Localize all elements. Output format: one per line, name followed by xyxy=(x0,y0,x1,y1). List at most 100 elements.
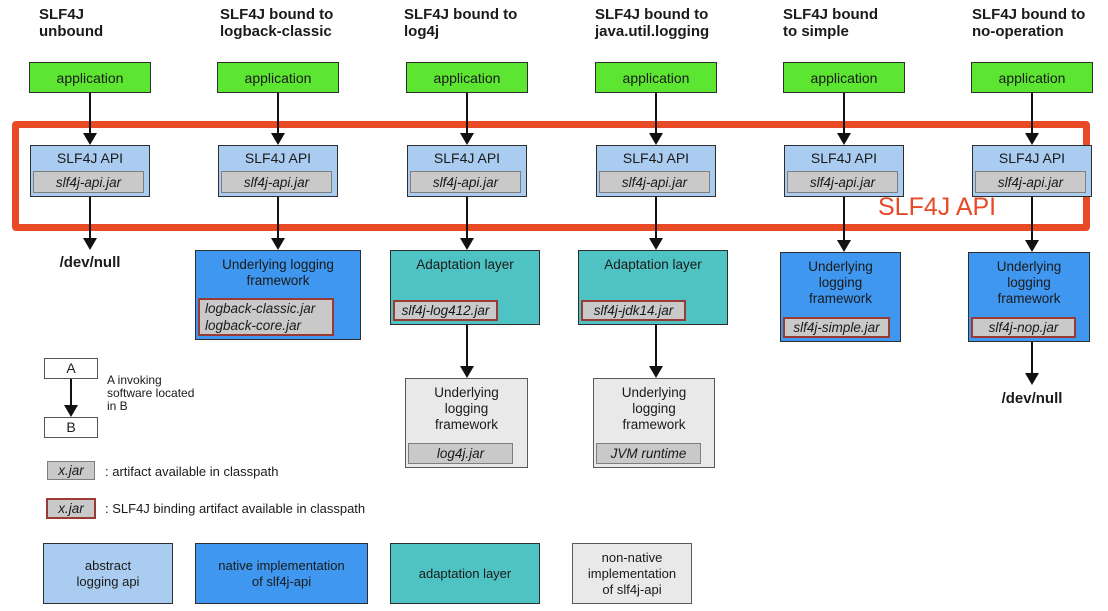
column-title: SLF4J unbound xyxy=(39,6,104,40)
arrowhead-icon xyxy=(1025,240,1039,252)
arrow-shaft xyxy=(843,93,845,134)
legend-box-a: A xyxy=(44,358,98,379)
box-label: Adaptation layer xyxy=(604,257,702,272)
flow-arrow xyxy=(1025,93,1039,145)
application-box: application xyxy=(406,62,528,93)
slf4j-api-jar-badge: slf4j-api.jar xyxy=(221,171,332,193)
binding-jar-badge: slf4j-simple.jar xyxy=(783,317,890,338)
arrow-shaft xyxy=(1031,342,1033,374)
legend-jar-binding-caption: : SLF4J binding artifact available in cl… xyxy=(105,501,366,516)
arrow-shaft xyxy=(89,197,91,239)
binding-jar-badge: slf4j-nop.jar xyxy=(971,317,1076,338)
arrow-shaft xyxy=(1031,93,1033,134)
arrow-shaft xyxy=(277,197,279,239)
arrowhead-icon xyxy=(83,238,97,250)
legend-jar-binding: x.jar xyxy=(46,498,96,519)
box-label: Underlying logging framework xyxy=(222,257,334,288)
legend-ab-caption: A invoking software located in B xyxy=(107,373,195,413)
flow-arrow xyxy=(460,325,474,378)
color-key-item: abstract logging api xyxy=(43,543,173,604)
arrowhead-icon xyxy=(460,133,474,145)
underlying-framework-box: Underlying logging framework log4j.jar xyxy=(405,378,528,468)
arrow-shaft xyxy=(1031,197,1033,241)
arrow-shaft xyxy=(89,93,91,134)
flow-arrow xyxy=(460,197,474,250)
column-title: SLF4J bound to simple xyxy=(783,6,878,40)
arrowhead-icon xyxy=(649,133,663,145)
flow-arrow xyxy=(837,93,851,145)
binding-jar-badge: slf4j-jdk14.jar xyxy=(581,300,686,321)
slf4j-api-box-label: SLF4J API xyxy=(810,150,878,166)
slf4j-api-jar-badge: slf4j-api.jar xyxy=(410,171,521,193)
adaptation-layer-box: Adaptation layer slf4j-log412.jar xyxy=(390,250,540,325)
column-title: SLF4J bound to no-operation xyxy=(972,6,1086,40)
flow-arrow xyxy=(271,197,285,250)
arrow-shaft xyxy=(277,93,279,134)
flow-arrow xyxy=(649,93,663,145)
arrow-shaft xyxy=(655,93,657,134)
underlying-framework-box: Underlying logging framework logback-clas… xyxy=(195,250,361,340)
framework-jar-badge: log4j.jar xyxy=(408,443,513,464)
flow-arrow xyxy=(1025,197,1039,252)
column-title: SLF4J bound to logback-classic xyxy=(220,6,334,40)
arrow-shaft xyxy=(466,197,468,239)
box-label: Underlying logging framework xyxy=(996,259,1062,306)
slf4j-api-box-label: SLF4J API xyxy=(433,150,501,166)
slf4j-api-jar-badge: slf4j-api.jar xyxy=(975,171,1086,193)
arrowhead-icon xyxy=(649,238,663,250)
box-label: Adaptation layer xyxy=(416,257,514,272)
flow-arrow xyxy=(83,93,97,145)
slf4j-api-box-label: SLF4J API xyxy=(244,150,312,166)
devnull-label: /dev/null xyxy=(1001,390,1063,407)
box-label: Underlying logging framework xyxy=(434,385,499,432)
arrowhead-icon xyxy=(837,133,851,145)
application-box: application xyxy=(971,62,1093,93)
slf4j-api-jar-badge: slf4j-api.jar xyxy=(33,171,144,193)
arrowhead-icon xyxy=(83,133,97,145)
arrowhead-icon xyxy=(271,133,285,145)
arrowhead-icon xyxy=(64,405,78,417)
color-key-item: non-native implementation of slf4j-api xyxy=(572,543,692,604)
slf4j-api-box: SLF4J API slf4j-api.jar xyxy=(784,145,904,197)
slf4j-api-box: SLF4J API slf4j-api.jar xyxy=(407,145,527,197)
binding-jar-badge: logback-classic.jar logback-core.jar xyxy=(198,298,334,336)
arrow-shaft xyxy=(466,325,468,367)
arrowhead-icon xyxy=(1025,133,1039,145)
framework-jar-badge: JVM runtime xyxy=(596,443,701,464)
flow-arrow xyxy=(1025,342,1039,385)
legend-box-b: B xyxy=(44,417,98,438)
box-label: Underlying logging framework xyxy=(621,385,687,432)
flow-arrow xyxy=(460,93,474,145)
application-box: application xyxy=(29,62,151,93)
flow-arrow xyxy=(271,93,285,145)
flow-arrow xyxy=(64,379,78,417)
arrow-shaft xyxy=(70,379,72,406)
color-key-item: adaptation layer xyxy=(390,543,540,604)
flow-arrow xyxy=(649,197,663,250)
application-box: application xyxy=(595,62,717,93)
arrowhead-icon xyxy=(460,366,474,378)
arrowhead-icon xyxy=(1025,373,1039,385)
legend-jar-plain: x.jar xyxy=(47,461,95,480)
binding-jar-badge: slf4j-log412.jar xyxy=(393,300,498,321)
arrow-shaft xyxy=(655,197,657,239)
arrow-shaft xyxy=(466,93,468,134)
arrowhead-icon xyxy=(649,366,663,378)
slf4j-api-region-label: SLF4J API xyxy=(878,193,997,221)
underlying-framework-box: Underlying logging framework slf4j-nop.ja… xyxy=(968,252,1090,342)
slf4j-api-jar-badge: slf4j-api.jar xyxy=(787,171,898,193)
color-key-item: native implementation of slf4j-api xyxy=(195,543,368,604)
application-box: application xyxy=(217,62,339,93)
arrowhead-icon xyxy=(460,238,474,250)
adaptation-layer-box: Adaptation layer slf4j-jdk14.jar xyxy=(578,250,728,325)
arrowhead-icon xyxy=(271,238,285,250)
devnull-label: /dev/null xyxy=(59,254,121,271)
flow-arrow xyxy=(83,197,97,250)
arrowhead-icon xyxy=(837,240,851,252)
